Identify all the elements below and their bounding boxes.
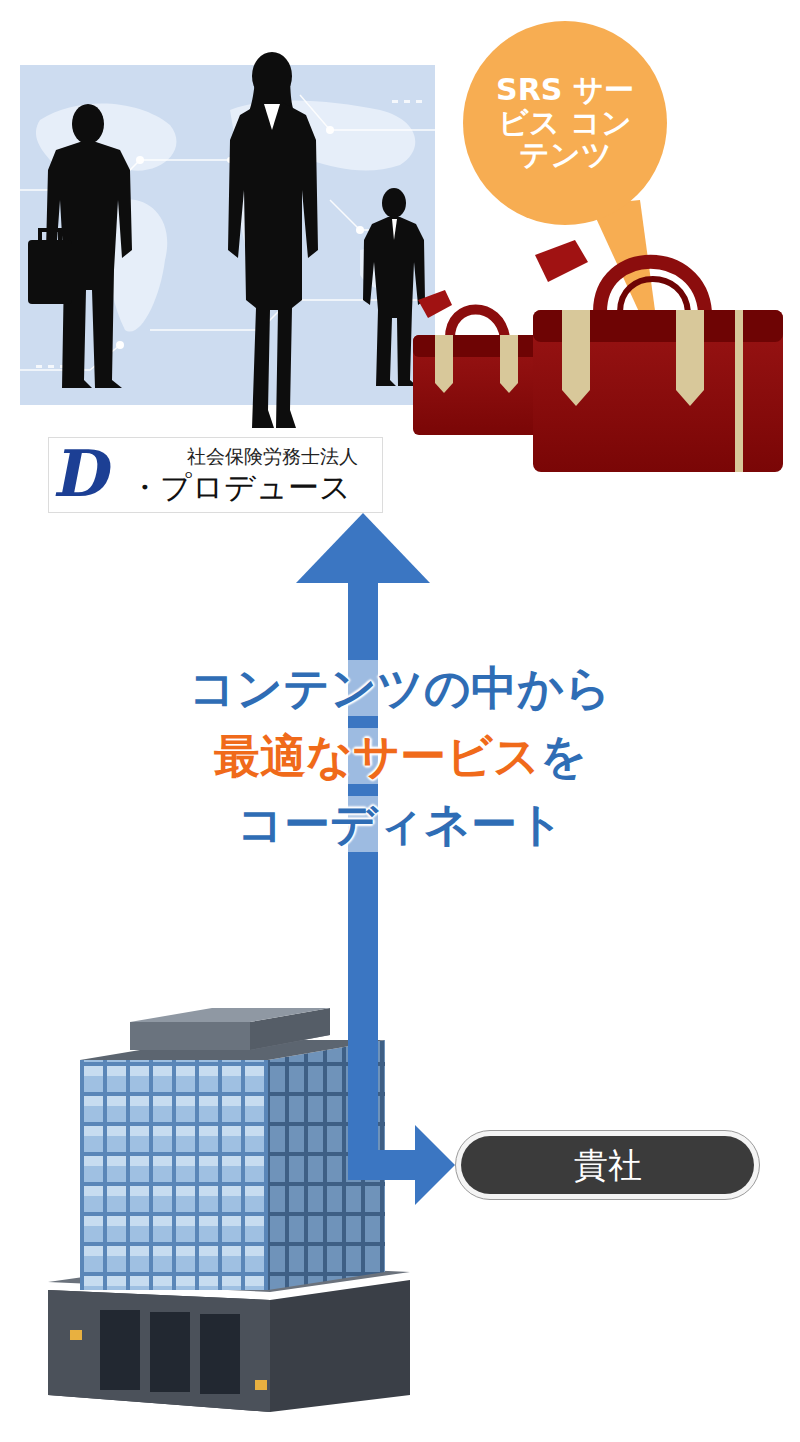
company-pill: 貴社: [455, 1130, 760, 1200]
caption-text: コンテンツの中から: [189, 660, 611, 716]
caption-line: コーディネート: [0, 796, 800, 864]
briefcases: [413, 240, 783, 472]
caption-text: 最適なサービス: [214, 728, 540, 784]
firm-name: ・プロデュース: [129, 470, 372, 506]
caption-text: を: [540, 728, 587, 784]
callout-circle: SRS サービス コンテンツ: [463, 21, 667, 225]
caption-line: 最適なサービスを: [0, 728, 800, 796]
firm-type: 社会保険労務士法人: [129, 445, 372, 468]
caption-line: コンテンツの中から: [0, 660, 800, 728]
arrow-caption: コンテンツの中から最適なサービスをコーディネート: [0, 660, 800, 864]
caption-text: コーディネート: [237, 796, 564, 852]
world-map: [20, 65, 435, 405]
callout-text: SRS サービス コンテンツ: [485, 74, 645, 171]
logo-box: D社会保険労務士法人・プロデュース: [48, 437, 383, 513]
company-label: 貴社: [574, 1148, 642, 1182]
people-silhouettes: [28, 52, 425, 428]
logo-mark: D: [57, 442, 129, 506]
